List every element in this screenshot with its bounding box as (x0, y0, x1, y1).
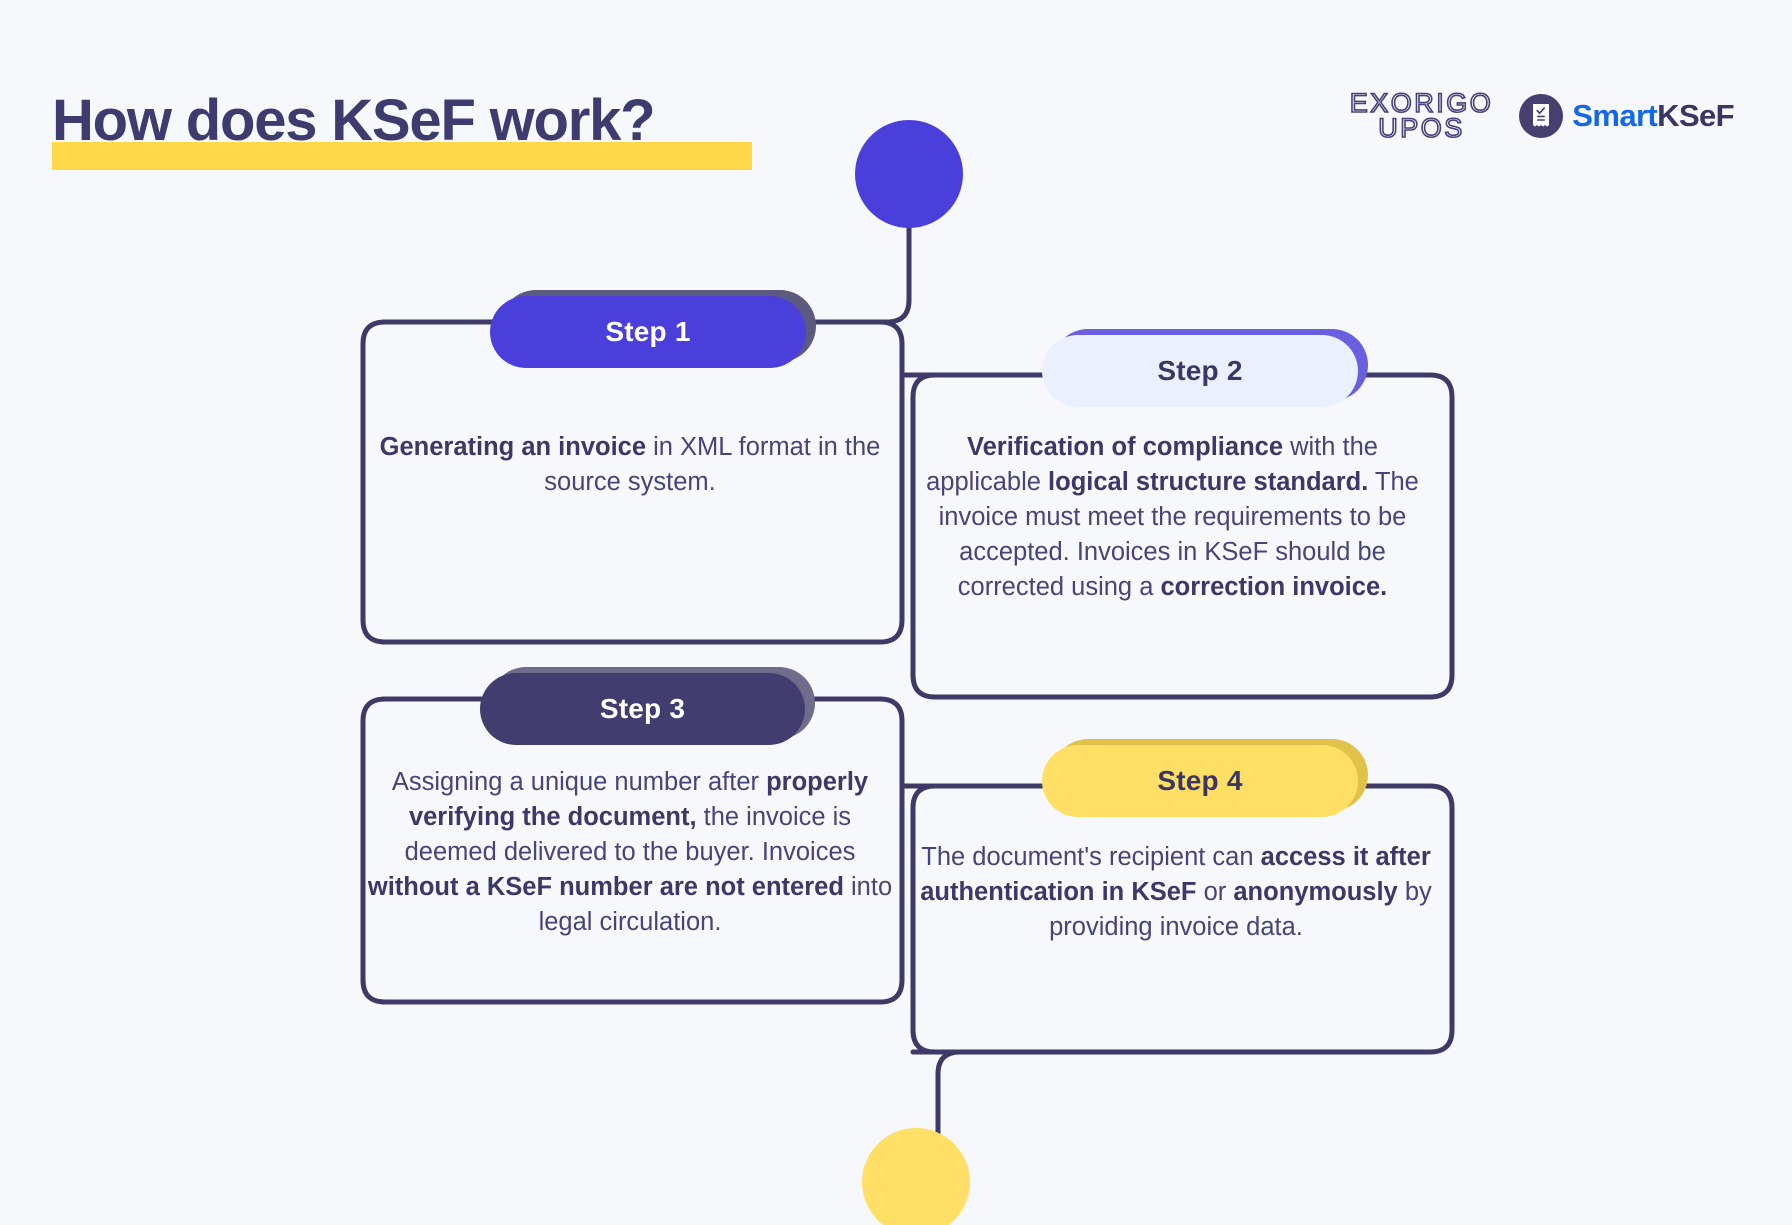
step-3-body-text: Assigning a unique number after properly… (367, 768, 893, 936)
exorigo-logo-line1: EXORIGO (1349, 88, 1494, 118)
step-4-body-text: The document's recipient can access it a… (920, 843, 1432, 941)
exorigo-logo-line2: UPOS (1377, 113, 1465, 143)
step-4-badge[interactable]: Step 4 (1042, 745, 1358, 817)
exorigo-upos-logo: EXORIGO UPOS (1349, 88, 1494, 143)
smartksef-word-ksef: KSeF (1657, 98, 1734, 133)
page-title-group: How does KSeF work? (52, 86, 752, 170)
step-2-badge[interactable]: Step 2 (1042, 335, 1358, 407)
smartksef-word-smart: Smart (1572, 98, 1658, 133)
step-1-body-text: Generating an invoice in XML format in t… (379, 433, 881, 496)
flow-end-dot (862, 1128, 970, 1225)
smartksef-logo: SmartKSeF (1519, 94, 1735, 138)
step-3-badge[interactable]: Step 3 (480, 673, 805, 745)
page-title: How does KSeF work? (52, 88, 656, 153)
smartksef-wordmark: SmartKSeF (1572, 98, 1734, 134)
receipt-icon (1519, 94, 1564, 138)
step-1-badge[interactable]: Step 1 (490, 296, 806, 368)
title-highlight-bar (52, 142, 752, 170)
logo-bar: EXORIGO UPOS SmartKSeF (1349, 88, 1735, 143)
step-2-body-text: Verification of compliance with the appl… (926, 433, 1419, 601)
flow-start-dot (855, 120, 963, 228)
